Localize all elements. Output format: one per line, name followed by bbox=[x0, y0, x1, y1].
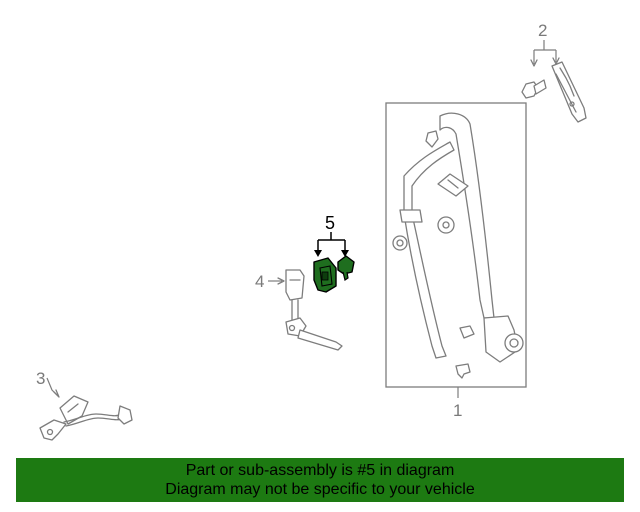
footer-line-1: Part or sub-assembly is #5 in diagram bbox=[185, 462, 455, 479]
belt-guide-loop bbox=[399, 209, 423, 223]
upper-anchor-bolt bbox=[425, 130, 439, 148]
callout-5[interactable]: 5 bbox=[325, 213, 335, 233]
part-5-buckle-cap bbox=[337, 255, 355, 275]
stalk-buckle-head bbox=[285, 269, 305, 301]
callout-1[interactable]: 1 bbox=[453, 401, 462, 420]
part-4-buckle-stalk[interactable]: 4 bbox=[255, 269, 343, 351]
callout-3[interactable]: 3 bbox=[36, 369, 45, 388]
buckle-wire bbox=[63, 411, 127, 423]
retractor-bolt bbox=[459, 325, 475, 339]
callout-4[interactable]: 4 bbox=[255, 272, 264, 291]
adjuster-rail bbox=[551, 61, 587, 123]
callout-2-leader bbox=[533, 40, 557, 64]
lower-anchor-bolt bbox=[455, 363, 471, 379]
footer-line-2: Diagram may not be specific to your vehi… bbox=[165, 481, 475, 498]
part-5-highlighted-buckle[interactable]: 5 bbox=[313, 213, 355, 293]
part-2-height-adjuster[interactable]: 2 bbox=[521, 21, 587, 123]
belt-webbing-lower bbox=[403, 141, 455, 213]
d-ring-bracket bbox=[437, 173, 469, 197]
retractor-spool bbox=[504, 333, 524, 353]
callout-2[interactable]: 2 bbox=[538, 21, 547, 40]
footer-banner: Part or sub-assembly is #5 in diagram Di… bbox=[16, 458, 624, 502]
part-1-frame bbox=[385, 102, 527, 388]
parts-diagram: 1 2 3 4 bbox=[36, 21, 587, 441]
callout-5-leader bbox=[317, 232, 346, 252]
belt-webbing bbox=[439, 112, 495, 319]
stalk-rod bbox=[297, 329, 343, 351]
part-3-buckle-harness[interactable]: 3 bbox=[36, 369, 133, 441]
buckle-bracket bbox=[39, 419, 67, 441]
wire-connector bbox=[117, 405, 133, 425]
part-1-seat-belt-assembly[interactable]: 1 bbox=[385, 102, 527, 420]
callout-3-leader bbox=[46, 377, 59, 397]
belt-webbing-diagonal bbox=[403, 213, 447, 359]
